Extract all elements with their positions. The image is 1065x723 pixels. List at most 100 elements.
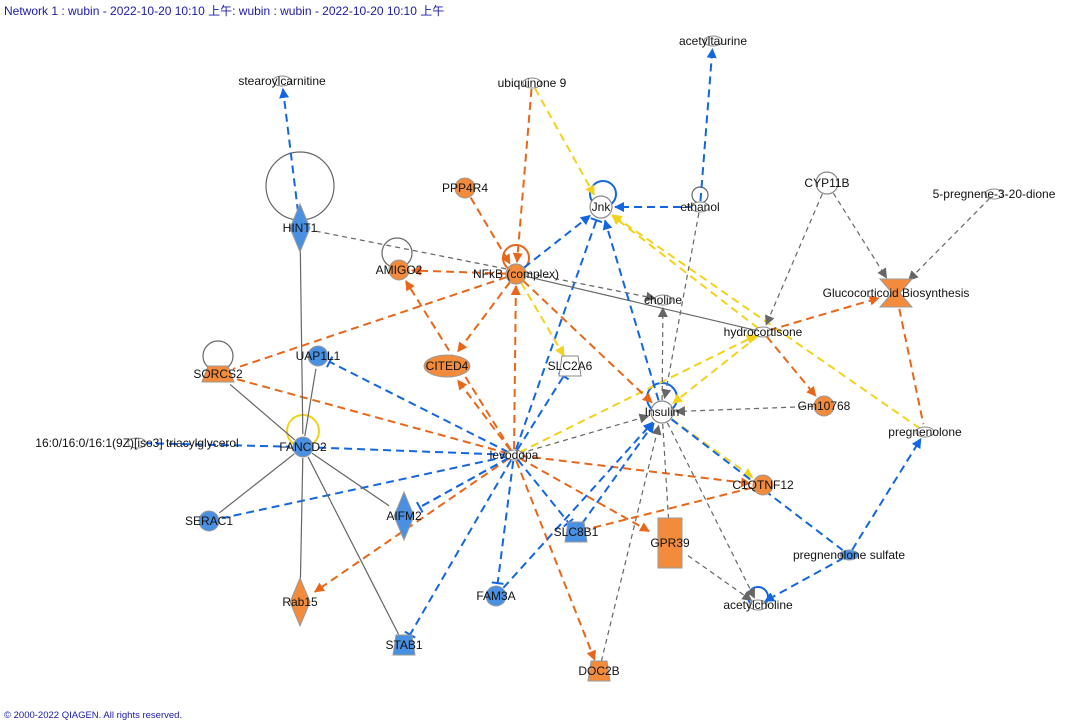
edge-levodopa-hydrocortisone	[518, 334, 757, 454]
node-fancd2[interactable]: FANCD2	[279, 436, 327, 458]
node-shape-stearoyl[interactable]	[272, 75, 292, 87]
node-shape-hydrocortisone[interactable]	[753, 326, 773, 338]
node-shape-choline[interactable]	[653, 294, 673, 306]
node-doc2b[interactable]: DOC2B	[578, 660, 620, 682]
edge-pregdione-gluco	[907, 197, 991, 281]
node-fam3a[interactable]: FAM3A	[476, 585, 516, 607]
node-ubiquinone[interactable]: ubiquinone 9	[498, 76, 567, 90]
node-gluco[interactable]: Glucocorticoid Biosynthesis	[823, 278, 970, 308]
node-shape-pregsulfate[interactable]	[839, 549, 859, 561]
node-slc8b1[interactable]: SLC8B1	[554, 521, 599, 543]
node-shape-hint1[interactable]	[289, 202, 311, 254]
node-pregdione[interactable]: 5-pregnene-3-20-dione	[933, 187, 1056, 201]
node-shape-c1qtnf12[interactable]	[752, 474, 774, 496]
node-label-pregsulfate: pregnenolone sulfate	[793, 548, 905, 562]
node-shape-gpr39[interactable]	[657, 517, 683, 569]
node-amigo2[interactable]: AMIGO2	[376, 259, 423, 281]
edge-nfkb-insulin	[522, 280, 653, 404]
node-cited4[interactable]: CITED4	[423, 354, 471, 378]
node-shape-slc2a6[interactable]	[558, 355, 582, 377]
node-shape-ppp4r4[interactable]	[454, 177, 476, 199]
node-shape-ubiquinone[interactable]	[522, 77, 542, 89]
node-shape-gluco[interactable]	[878, 278, 914, 308]
node-shape-rab15[interactable]	[289, 576, 311, 628]
node-shape-amigo2[interactable]	[388, 259, 410, 281]
node-shape-acetyltaurine[interactable]	[703, 35, 723, 47]
edge-fam3a-insulin	[502, 421, 654, 589]
node-shape-aifm2[interactable]	[393, 490, 415, 542]
node-shape-insulin[interactable]	[650, 400, 674, 424]
node-shape-acetylcholine[interactable]	[748, 599, 768, 611]
edge-nfkb-amigo2	[410, 265, 507, 276]
node-jnk[interactable]: Jnk	[589, 195, 613, 219]
node-serac1[interactable]: SERAC1	[185, 510, 233, 532]
node-acetylcholine[interactable]: acetylcholine	[723, 598, 793, 612]
node-label-doc2b: DOC2B	[578, 664, 619, 678]
node-tag[interactable]: 16:0/16:0/16:1(9Z)[iso3] triacylglycerol	[35, 436, 238, 450]
node-shape-serac1[interactable]	[198, 510, 220, 532]
node-shape-nfkb[interactable]	[505, 263, 527, 285]
node-shape-sorcs2[interactable]	[201, 365, 235, 383]
node-ppp4r4[interactable]: PPP4R4	[442, 177, 488, 199]
node-label-c1qtnf12: C1QTNF12	[732, 478, 794, 492]
edge-fancd2-rab15	[299, 457, 304, 585]
node-uap1l1[interactable]: UAP1L1	[296, 345, 341, 367]
edge-gluco-pregnenolone	[898, 308, 925, 425]
node-sorcs2[interactable]: SORCS2	[193, 365, 243, 383]
node-label-ethanol: ethanol	[680, 200, 719, 214]
node-shape-fancd2[interactable]	[292, 436, 314, 458]
node-shape-uap1l1[interactable]	[307, 345, 329, 367]
edge-levodopa-insulin	[519, 413, 650, 454]
node-label-choline: choline	[644, 293, 682, 307]
node-shape-tag[interactable]	[127, 437, 147, 449]
node-shape-cyp11b[interactable]	[815, 171, 839, 195]
edge-hint1-choline	[315, 230, 657, 302]
node-ethanol[interactable]: ethanol	[680, 200, 719, 214]
node-label-uap1l1: UAP1L1	[296, 349, 341, 363]
node-pregnenolone[interactable]: pregnenolone	[888, 425, 962, 439]
node-label-nfkb: NFkB (complex)	[473, 267, 559, 281]
node-acetyltaurine[interactable]: acetyltaurine	[679, 34, 747, 48]
node-label-fancd2: FANCD2	[279, 440, 327, 454]
edge-fancd2-serac1	[218, 453, 295, 514]
node-label-hydrocortisone: hydrocortisone	[724, 325, 803, 339]
node-slc2a6[interactable]: SLC2A6	[548, 355, 593, 377]
node-aifm2[interactable]: AIFM2	[386, 490, 422, 542]
node-shape-doc2b[interactable]	[587, 660, 611, 682]
node-nfkb[interactable]: NFkB (complex)	[473, 263, 559, 285]
node-shape-ethanol[interactable]	[690, 201, 710, 213]
node-c1qtnf12[interactable]: C1QTNF12	[732, 474, 794, 496]
node-shape-pregdione[interactable]	[984, 188, 1004, 200]
node-choline[interactable]: choline	[644, 293, 682, 307]
node-stearoyl[interactable]: stearoylcarnitine	[238, 74, 326, 88]
edge-gpr39-acetylcholine	[687, 555, 753, 601]
node-hint1[interactable]: HINT1	[283, 202, 318, 254]
node-shape-fam3a[interactable]	[485, 585, 507, 607]
node-shape-levodopa[interactable]	[504, 449, 524, 461]
node-insulin[interactable]: Insulin	[645, 400, 680, 424]
edge-pregnenolone-jnk	[611, 214, 921, 430]
node-hydrocortisone[interactable]: hydrocortisone	[724, 325, 803, 339]
node-pregsulfate[interactable]: pregnenolone sulfate	[793, 548, 905, 562]
node-rab15[interactable]: Rab15	[282, 576, 318, 628]
node-shape-jnk[interactable]	[589, 195, 613, 219]
node-shape-stab1[interactable]	[392, 634, 416, 656]
node-gm10768[interactable]: Gm10768	[798, 395, 851, 417]
node-label-slc2a6: SLC2A6	[548, 359, 593, 373]
edge-levodopa-sorcs2	[233, 377, 509, 455]
node-shape-pregnenolone[interactable]	[915, 426, 935, 438]
node-gpr39[interactable]: GPR39	[650, 517, 690, 569]
node-shape-cited4[interactable]	[423, 354, 471, 378]
node-label-rab15: Rab15	[282, 595, 318, 609]
edge-cyp11b-gluco	[832, 192, 887, 279]
node-cyp11b[interactable]: CYP11B	[804, 171, 850, 195]
node-stab1[interactable]: STAB1	[385, 634, 423, 656]
edge-ethanol-insulin	[661, 212, 700, 400]
node-shape-gm10768[interactable]	[813, 395, 835, 417]
edge-tag-fancd2	[142, 442, 291, 448]
node-shape-slc8b1[interactable]	[564, 521, 588, 543]
node-levodopa[interactable]: levodopa	[490, 448, 539, 462]
edge-levodopa-serac1	[221, 455, 509, 520]
node-label-acetylcholine: acetylcholine	[723, 598, 793, 612]
